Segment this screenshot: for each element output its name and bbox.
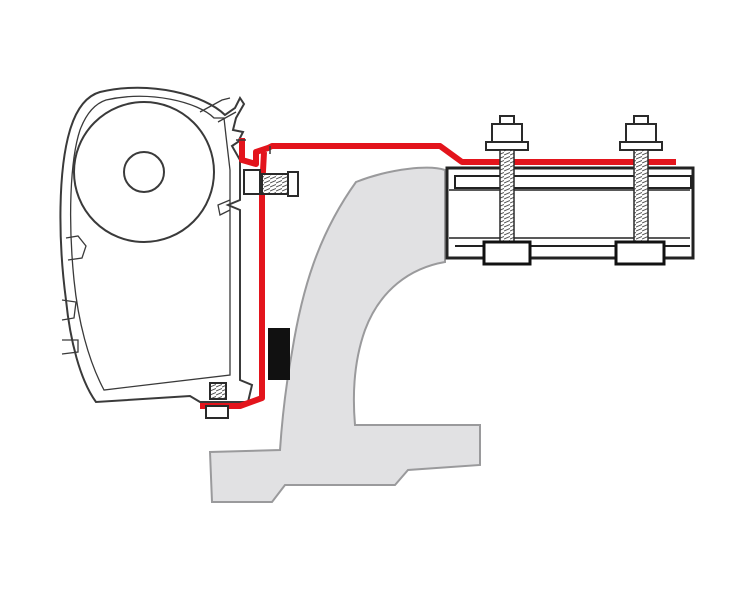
rubber-spacer <box>268 328 290 380</box>
cassette-screw-top <box>243 169 299 197</box>
bolt-right <box>614 115 666 266</box>
vehicle-support <box>208 166 481 503</box>
awning-roller <box>73 101 215 243</box>
bolt-left <box>482 115 532 266</box>
cassette-screw-bottom <box>205 382 229 419</box>
